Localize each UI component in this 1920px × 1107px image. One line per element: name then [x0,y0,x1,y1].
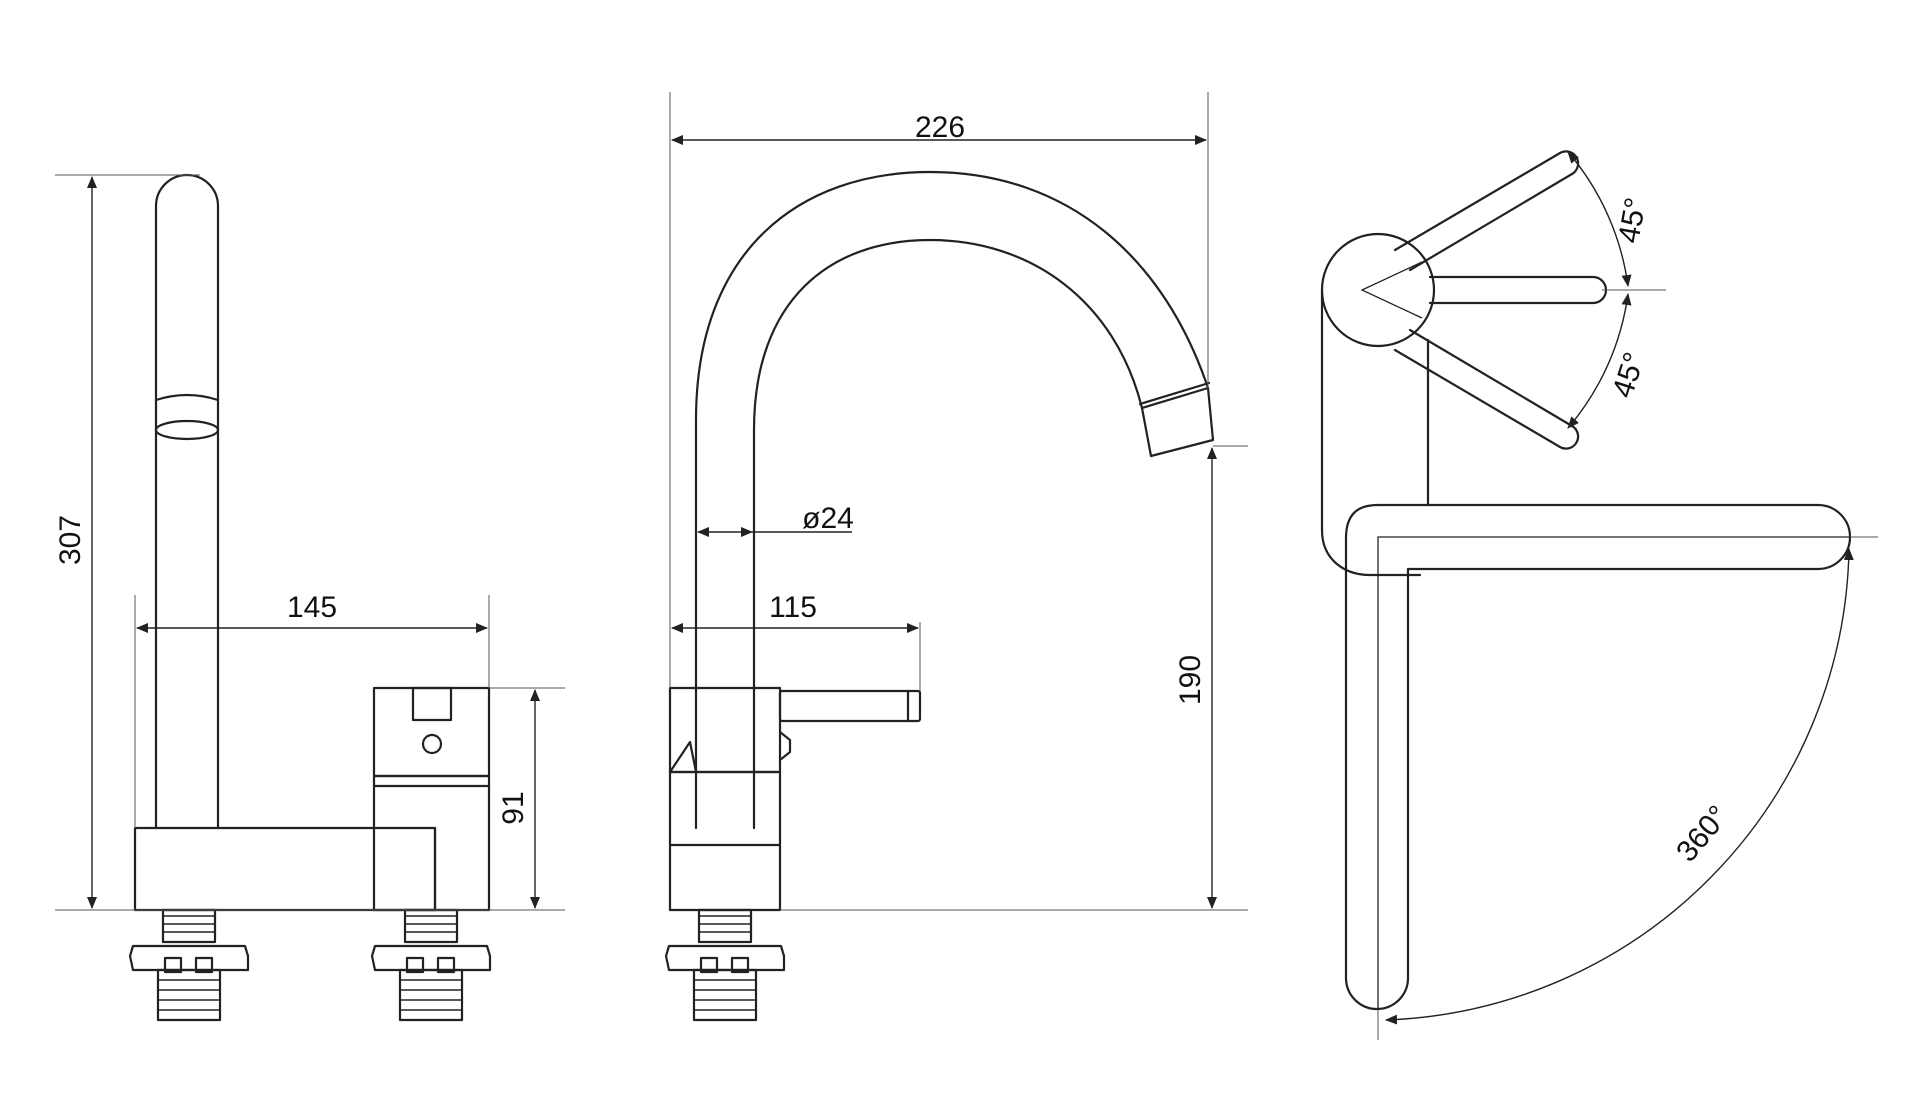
dim-lever-up-angle-label: 45° [1612,195,1652,245]
dim-height-label: 307 [54,515,87,565]
front-body-upper [668,686,782,774]
dim-lever-up-angle-arc [1567,151,1632,287]
front-spout-inner [752,238,1144,830]
side-connector-right [370,908,492,1022]
dim-diameter-label: ø24 [802,502,854,535]
top-view: 45° 45° 360° [1320,150,1878,1040]
top-angle-vertex [1360,261,1423,319]
dim-lever-reach-label: 115 [769,591,817,624]
top-lever-lower [1393,328,1580,450]
top-body-column [1320,288,1422,577]
front-spout-outer [694,170,1210,830]
top-lever-middle [1428,275,1608,305]
dim-outlet-height-label: 190 [1174,655,1207,705]
dim-spread-label: 145 [287,591,337,624]
side-base-block [133,826,437,912]
dim-swivel-angle-arc [1385,548,1854,1025]
dim-swivel-angle-label: 360° [1670,800,1735,869]
side-lever-slot [411,686,453,722]
top-spout-vertical [1344,503,1410,1011]
front-body-cut [668,740,698,774]
front-view: 226 ø24 115 190 [664,92,1248,1022]
front-lever-arm [778,689,922,723]
front-nozzle-ring [1138,381,1211,406]
side-spout-ring-top [154,393,220,402]
front-nozzle [1140,386,1215,458]
dim-lever-height-label: 91 [497,791,530,824]
side-lever-screw [421,733,443,755]
side-connector-left [128,908,250,1022]
side-lever-cap [372,686,491,778]
side-view: 307 145 91 [54,173,565,1022]
side-spout-ring [154,419,220,441]
front-connector [664,908,786,1022]
front-body-lower [668,770,782,912]
top-lever-hub [1320,232,1436,348]
dim-reach-label: 226 [915,111,965,144]
top-lever-upper [1393,150,1580,272]
dim-lever-down-angle-arc [1567,293,1632,429]
dim-lever-down-angle-label: 45° [1606,348,1651,401]
side-lever-body [372,774,491,912]
front-lever-pin [778,730,792,762]
side-spout [154,173,220,830]
top-spout-centerline [1377,536,1850,1010]
